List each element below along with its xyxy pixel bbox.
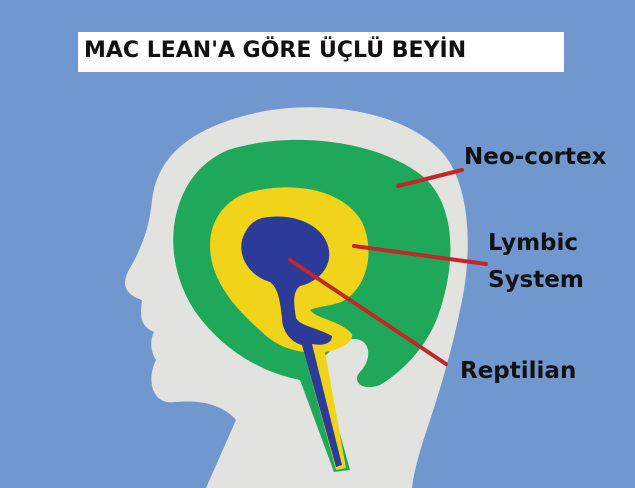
reptilian-region	[241, 216, 342, 467]
neocortex-pointer	[396, 168, 464, 188]
lymbic-label-line2: System	[488, 267, 584, 293]
reptilian-pointer	[288, 258, 448, 366]
lymbic-pointer	[352, 244, 488, 266]
neocortex-label: Neo-cortex	[464, 144, 607, 170]
page-title: MAC LEAN'A GÖRE ÜÇLÜ BEYİN	[84, 38, 467, 63]
reptilian-label: Reptilian	[460, 358, 577, 384]
title-box: MAC LEAN'A GÖRE ÜÇLÜ BEYİN	[78, 32, 564, 72]
lymbic-label-line1: Lymbic	[488, 230, 579, 256]
